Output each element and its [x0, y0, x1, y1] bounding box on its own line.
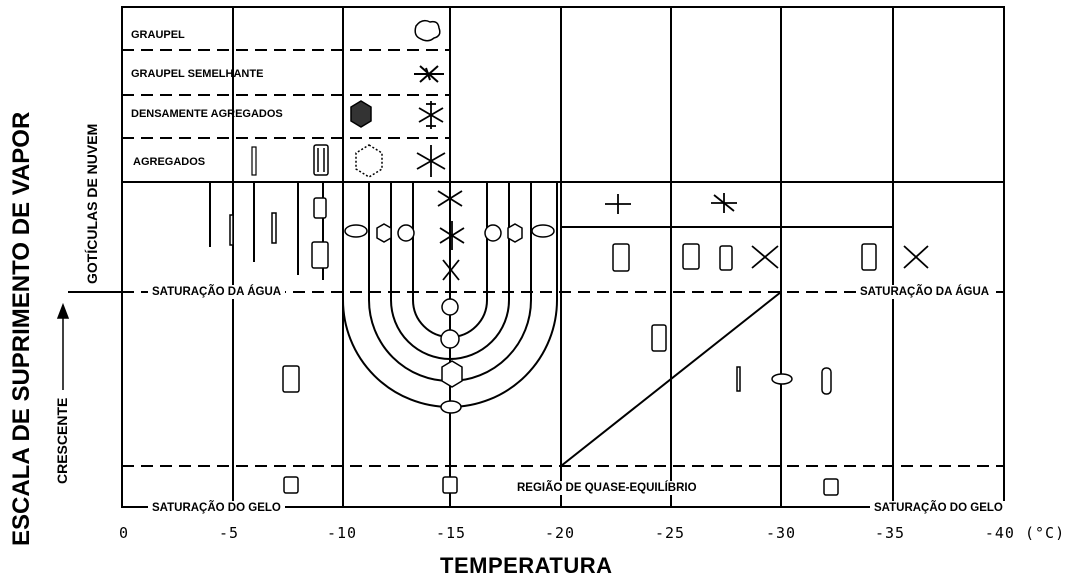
- legend-aggregated: AGREGADOS: [133, 156, 206, 168]
- sector-plate-icon: [440, 329, 460, 349]
- column-icon: [861, 243, 877, 271]
- column-icon: [283, 476, 299, 494]
- y-axis-title: ESCALA DE SUPRIMENTO DE VAPOR: [8, 111, 35, 546]
- dendrite-icon: [418, 101, 444, 129]
- dendrite-icon: [416, 145, 446, 177]
- column-icon: [682, 243, 700, 270]
- sector-plate-icon: [397, 224, 415, 242]
- hex-plate-icon: [350, 100, 372, 128]
- bullet-rosette-icon: [605, 194, 631, 214]
- x-tick: -20: [544, 524, 576, 542]
- dendrite-icon: [437, 185, 463, 212]
- legend-densely-aggregated: DENSAMENTE AGREGADOS: [131, 108, 283, 120]
- needle-icon: [251, 146, 257, 176]
- thick-plate-icon: [440, 400, 462, 414]
- x-tick: -25: [654, 524, 686, 542]
- x-tick: -10: [326, 524, 358, 542]
- sector-plate-icon: [484, 224, 502, 242]
- hex-plate-icon: [507, 223, 523, 243]
- water-saturation-label-left: SATURAÇÃO DA ÁGUA: [148, 285, 286, 299]
- water-saturation-label-right: SATURAÇÃO DA ÁGUA: [856, 285, 994, 299]
- bullet-rosette-icon: [711, 193, 737, 213]
- stellar-icon: [441, 298, 459, 316]
- bullet-rosette-icon: [751, 245, 779, 269]
- legend-graupel: GRAUPEL: [131, 29, 185, 41]
- x-tick: 0: [118, 524, 130, 542]
- x-tick: -5: [218, 524, 240, 542]
- thick-plate-icon: [531, 224, 555, 238]
- column-icon: [282, 365, 300, 393]
- rimed-dendrite-icon: [414, 65, 444, 83]
- x-tick: -30: [765, 524, 797, 542]
- graupel-icon: [414, 19, 441, 42]
- cloud-droplet-label: GOTÍCULAS DE NUVEM: [84, 123, 100, 284]
- hollow-column-icon: [313, 197, 327, 219]
- x-tick: -15: [435, 524, 467, 542]
- needle-icon: [736, 366, 741, 392]
- hex-plate-icon: [376, 223, 392, 243]
- x-tick: -40 (°C): [984, 524, 1066, 542]
- bullet-icon: [821, 367, 832, 395]
- thick-plate-icon: [771, 373, 793, 385]
- column-icon: [823, 478, 839, 496]
- x-axis-title: TEMPERATURA: [440, 553, 613, 578]
- thick-plate-icon: [344, 224, 368, 238]
- column-icon: [311, 241, 329, 269]
- column-icon: [651, 324, 667, 352]
- ice-saturation-label-left: SATURAÇÃO DO GELO: [148, 501, 285, 515]
- column-icon: [612, 243, 630, 272]
- legend-graupel-like: GRAUPEL SEMELHANTE: [131, 68, 264, 80]
- hex-plate-icon: [441, 360, 463, 388]
- quasi-equilibrium-boundary: [560, 291, 782, 467]
- column-icon: [442, 476, 458, 494]
- needle-icon: [229, 214, 234, 246]
- column-icon: [313, 144, 329, 176]
- arc-2: [390, 182, 510, 360]
- needle-icon: [271, 212, 277, 244]
- ice-saturation-label-right: SATURAÇÃO DO GELO: [870, 501, 1007, 515]
- stellar-icon: [442, 259, 460, 281]
- bullet-rosette-icon: [903, 245, 929, 269]
- y-axis-direction: CRESCENTE: [54, 397, 70, 484]
- dendrite-icon: [439, 221, 465, 250]
- x-tick: -35: [874, 524, 906, 542]
- column-icon: [719, 245, 733, 271]
- quasi-equilibrium-label: REGIÃO DE QUASE-EQUILÍBRIO: [513, 481, 701, 495]
